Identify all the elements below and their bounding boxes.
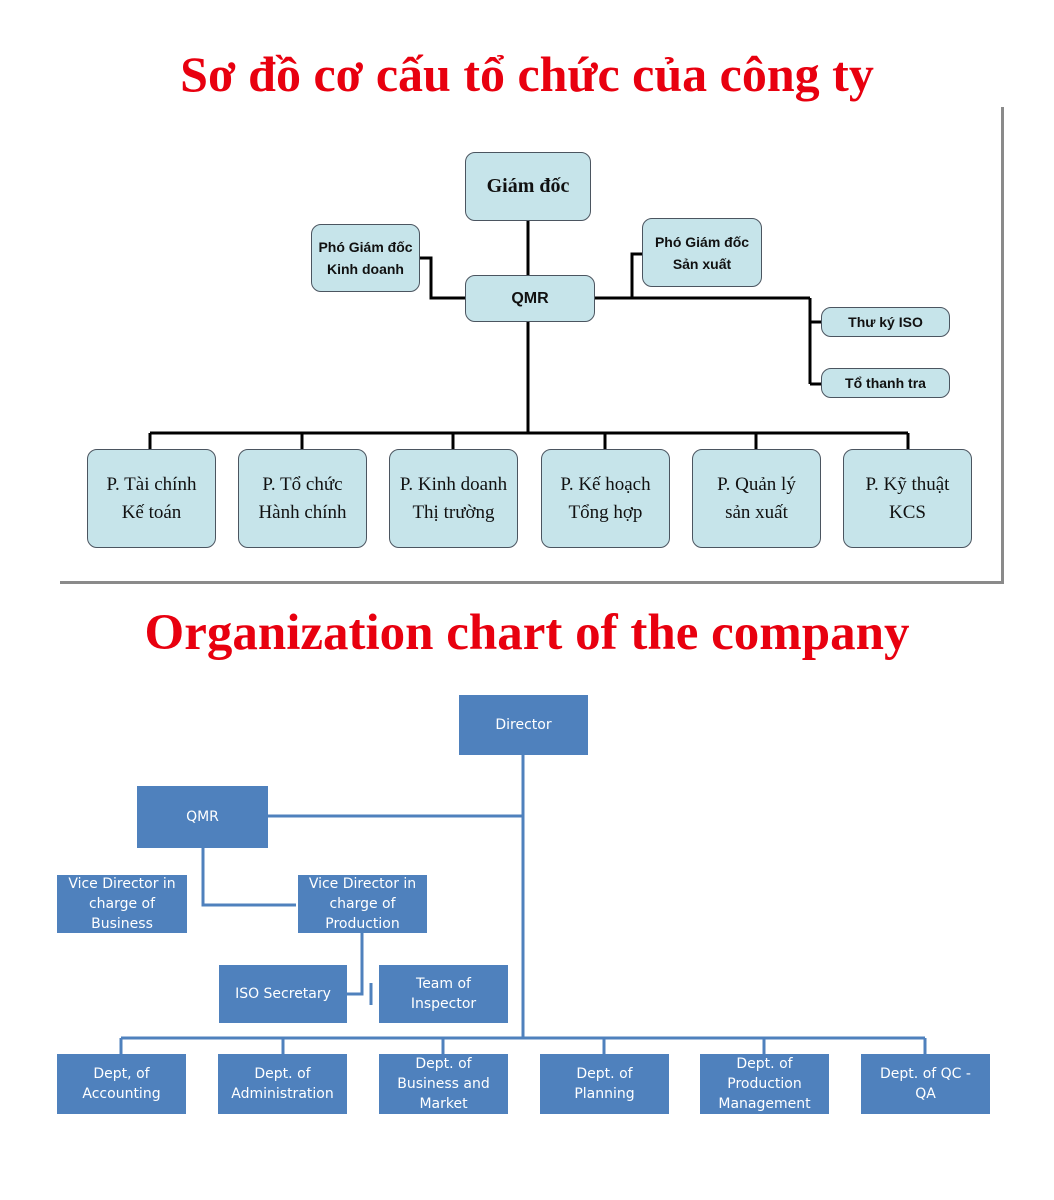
vietnamese-chart-frame (60, 107, 1004, 584)
en-qmr-box: QMR (137, 786, 268, 848)
vi-vice-business-box: Phó Giám đốc Kinh doanh (311, 224, 420, 292)
vi-department-production: P. Quản lý sản xuất (692, 449, 821, 548)
en-department-accounting: Dept, of Accounting (57, 1054, 186, 1114)
english-chart-title: Organization chart of the company (144, 605, 910, 661)
vi-department-planning: P. Kế hoạch Tổng hợp (541, 449, 670, 548)
vi-department-business: P. Kinh doanh Thị trường (389, 449, 518, 548)
en-line-vice-directors (201, 848, 296, 907)
vi-vice-production-box: Phó Giám đốc Sản xuất (642, 218, 762, 287)
en-department-administration: Dept. of Administration (218, 1054, 347, 1114)
vi-line-vice-production (630, 252, 642, 298)
en-connectors (119, 755, 927, 1054)
vi-department-technical: P. Kỹ thuật KCS (843, 449, 972, 548)
vi-department-organization: P. Tổ chức Hành chính (238, 449, 367, 548)
en-inspection-team-box: Team of Inspector (379, 965, 508, 1023)
en-department-planning: Dept. of Planning (540, 1054, 669, 1114)
en-department-qc-qa: Dept. of QC - QA (861, 1054, 990, 1114)
vi-iso-secretary-box: Thư ký ISO (821, 307, 950, 337)
en-department-production-management: Dept. of Production Management (700, 1054, 829, 1114)
en-vice-production-box: Vice Director in charge of Production (298, 875, 427, 933)
vietnamese-chart-title: Sơ đồ cơ cấu tổ chức của công ty (180, 46, 874, 102)
en-director-box: Director (459, 695, 588, 755)
en-department-business-market: Dept. of Business and Market (379, 1054, 508, 1114)
vi-department-finance: P. Tài chính Kế toán (87, 449, 216, 548)
vi-inspection-team-box: Tổ thanh tra (821, 368, 950, 398)
en-line-iso-secretary (347, 933, 364, 996)
vi-line-vice-business (419, 256, 466, 300)
vi-qmr-box: QMR (465, 275, 595, 322)
vi-connectors (148, 221, 910, 449)
vi-director-box: Giám đốc (465, 152, 591, 221)
en-vice-business-box: Vice Director in charge of Business (57, 875, 187, 933)
en-iso-secretary-box: ISO Secretary (219, 965, 347, 1023)
